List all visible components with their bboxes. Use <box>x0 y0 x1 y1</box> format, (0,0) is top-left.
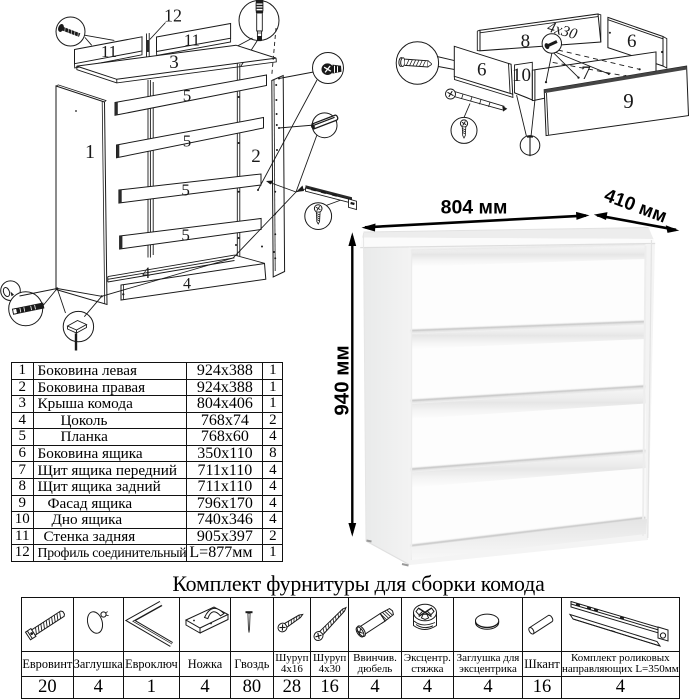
svg-text:11: 11 <box>184 31 200 50</box>
svg-text:2: 2 <box>251 146 261 167</box>
svg-text:3: 3 <box>169 52 179 73</box>
svg-text:6: 6 <box>477 60 487 81</box>
svg-text:5: 5 <box>183 132 192 151</box>
svg-text:940 мм: 940 мм <box>331 345 354 415</box>
svg-text:1: 1 <box>85 141 95 163</box>
svg-text:5: 5 <box>181 181 190 200</box>
svg-text:6: 6 <box>627 31 637 52</box>
svg-text:12: 12 <box>164 6 182 26</box>
svg-text:7: 7 <box>581 63 591 84</box>
svg-text:11: 11 <box>101 42 117 61</box>
svg-text:5: 5 <box>183 86 192 105</box>
svg-text:804 мм: 804 мм <box>441 197 508 219</box>
svg-text:4: 4 <box>183 276 191 293</box>
svg-text:5: 5 <box>181 226 190 245</box>
svg-text:8: 8 <box>521 31 531 52</box>
svg-text:4: 4 <box>142 265 150 282</box>
svg-text:9: 9 <box>623 89 634 113</box>
svg-text:10: 10 <box>512 65 531 86</box>
